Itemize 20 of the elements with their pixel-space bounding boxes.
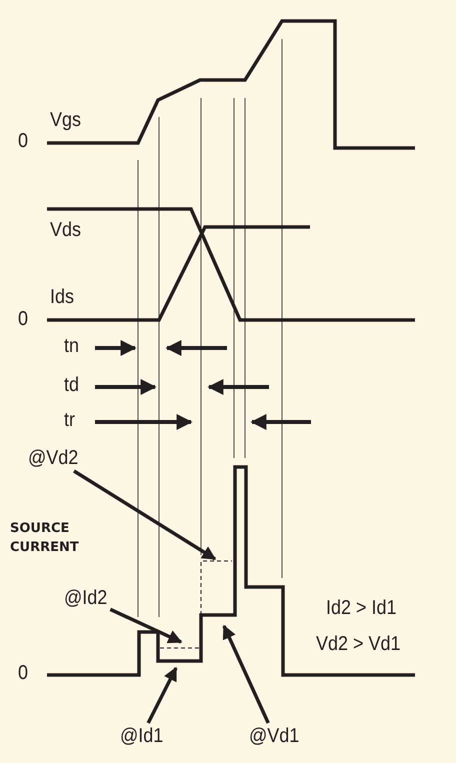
axis-label: SOURCE CURRENT [10, 520, 80, 557]
leader-arrow [222, 624, 270, 724]
zero-level-label: 0 [18, 131, 28, 151]
interval-label: tr [64, 410, 75, 430]
zero-level-label: 0 [18, 663, 28, 683]
callout-label: @Vd2 [28, 448, 78, 468]
interval-label: tn [64, 336, 80, 356]
callout-label: @Id1 [120, 726, 164, 746]
condition-note: Vd2 > Vd1 [316, 634, 401, 654]
leader-arrow [110, 608, 182, 644]
signal-label: Vgs [50, 110, 82, 130]
interval-label: td [64, 375, 80, 395]
leader-arrow [146, 666, 178, 724]
signal-label: Ids [50, 287, 74, 307]
leader-arrow [73, 470, 216, 560]
callout-label: @Vd1 [249, 726, 300, 746]
zero-level-label: 0 [18, 309, 28, 329]
signal-label: Vds [50, 220, 82, 240]
callout-label: @Id2 [64, 588, 108, 608]
condition-note: Id2 > Id1 [326, 598, 397, 618]
